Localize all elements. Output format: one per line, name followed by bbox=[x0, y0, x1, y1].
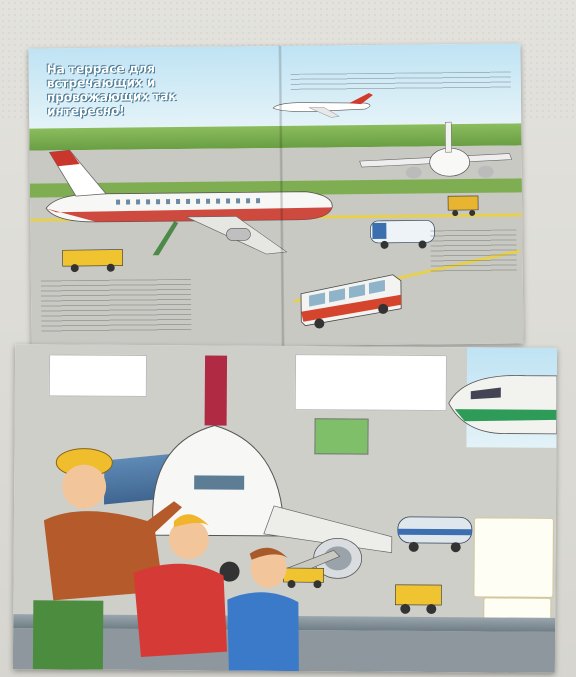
airplane-front-right bbox=[359, 121, 513, 179]
luggage-truck bbox=[62, 249, 124, 273]
book-page-bottom bbox=[12, 344, 558, 673]
airplane-large-left bbox=[45, 149, 333, 255]
book-page-top: На террасе для встречающих и провожающих… bbox=[28, 43, 524, 349]
spectators-illustration bbox=[32, 448, 299, 672]
airplane-nose-right bbox=[448, 375, 558, 435]
airplane-sky-illustration bbox=[272, 93, 373, 118]
text-panel-left bbox=[48, 354, 148, 398]
tanker-truck bbox=[370, 220, 435, 249]
text-block-left bbox=[40, 278, 192, 333]
fuel-tanker-bottom bbox=[397, 516, 473, 553]
text-block-right-top bbox=[290, 71, 511, 92]
inset-picture bbox=[314, 418, 369, 455]
page-title: На террасе для встречающих и провожающих… bbox=[46, 61, 177, 119]
airport-bus bbox=[300, 274, 402, 329]
yellow-tug bbox=[395, 584, 442, 615]
service-cart bbox=[447, 195, 479, 217]
hint-panel-right bbox=[473, 517, 554, 598]
text-block-right-mid bbox=[430, 229, 517, 275]
boarding-stairs bbox=[152, 221, 179, 256]
text-panel-center bbox=[294, 354, 448, 412]
